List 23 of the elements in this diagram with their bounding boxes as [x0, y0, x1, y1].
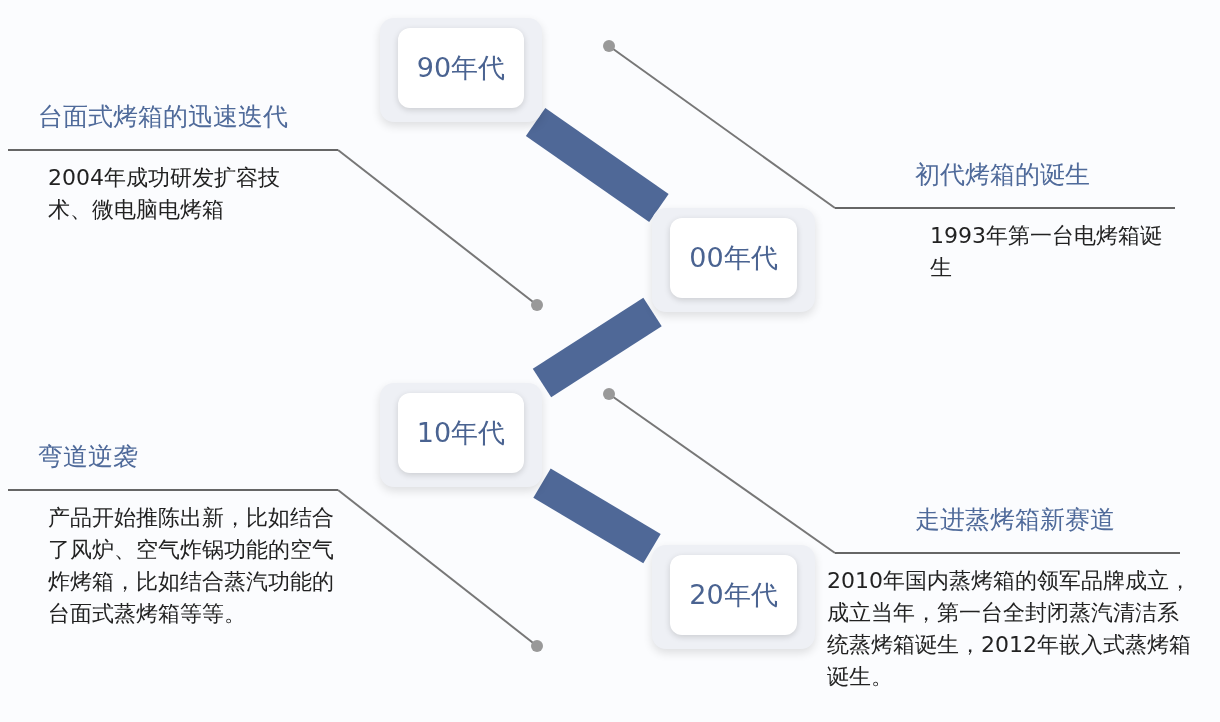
- leader-line: [337, 489, 543, 652]
- decade-card: [380, 18, 542, 122]
- callout-heading: 弯道逆袭: [38, 441, 138, 473]
- decade-card: [380, 383, 542, 487]
- decade-label: 00年代: [689, 241, 778, 275]
- decade-card: [652, 208, 815, 312]
- decade-label: 20年代: [689, 578, 778, 612]
- timeline-band: [525, 108, 669, 222]
- callout-heading: 初代烤箱的诞生: [915, 159, 1090, 191]
- leader-line: [337, 149, 543, 311]
- decade-card: [652, 545, 815, 649]
- timeline-band: [533, 468, 661, 564]
- callout-text: 2010年国内蒸烤箱的领军品牌成立，成立当年，第一台全封闭蒸汽清洁系统蒸烤箱诞生，2012年嵌入式蒸烤箱诞生。: [827, 567, 1192, 691]
- callout-heading: 走进蒸烤箱新赛道: [915, 504, 1115, 536]
- timeline-band: [532, 297, 662, 398]
- leader-line: [603, 388, 836, 554]
- decade-label: 90年代: [416, 51, 506, 85]
- callout-text: 1993年第一台电烤箱诞生: [930, 222, 1163, 282]
- decade-label: 10年代: [416, 416, 506, 450]
- callout-text: 产品开始推陈出新，比如结合了风炉、空气炸锅功能的空气炸烤箱，比如结合蒸汽功能的台面式蒸烤箱等等。: [48, 504, 335, 628]
- leader-line: [603, 40, 836, 209]
- callout-text: 2004年成功研发扩容技术、微电脑电烤箱: [48, 164, 281, 224]
- callout-heading: 台面式烤箱的迅速迭代: [38, 101, 288, 133]
